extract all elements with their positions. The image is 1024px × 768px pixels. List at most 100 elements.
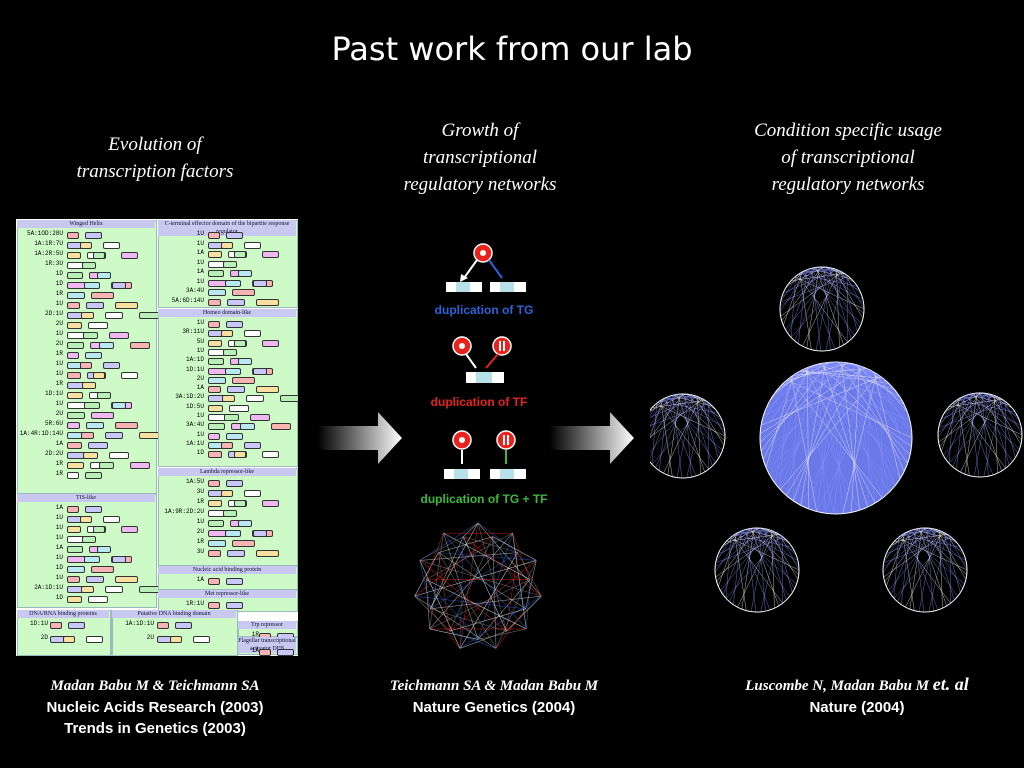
domain-row-label: 2A:1D:1U xyxy=(34,584,63,591)
domain-row-label: 3A:4U xyxy=(185,287,204,294)
domain-pill xyxy=(250,414,270,421)
network-edge xyxy=(506,595,542,632)
domain-row-label: 3U xyxy=(196,488,204,495)
domain-family-title: Homeo domain-like xyxy=(158,309,296,317)
domain-row-label: 1A xyxy=(251,647,259,654)
domain-row-label: 3U xyxy=(196,548,204,555)
network-edge xyxy=(459,630,507,649)
network-edge xyxy=(462,536,507,632)
domain-row-label: 1U xyxy=(55,524,63,531)
domain-pill xyxy=(208,602,220,609)
domain-pill xyxy=(82,262,96,269)
domain-pill xyxy=(244,490,261,497)
domain-row-label: 1U xyxy=(55,400,63,407)
domain-row-label: 1D:1U xyxy=(185,365,204,373)
domain-pill xyxy=(259,649,271,656)
domain-row-label: 1U xyxy=(55,574,63,581)
domain-row-label: 1R:1U xyxy=(185,600,204,607)
domain-family-title: Putative DNA binding domain xyxy=(112,610,236,618)
domain-pill xyxy=(105,586,123,593)
domain-pill xyxy=(105,432,123,439)
domain-pill xyxy=(88,596,108,603)
domain-pill xyxy=(193,636,210,643)
domain-pill xyxy=(221,330,233,338)
network-edge xyxy=(443,533,479,640)
domain-pill xyxy=(115,422,138,429)
domain-pill xyxy=(221,441,233,449)
condition-network-figure xyxy=(650,266,1023,613)
citation-etal: et. al xyxy=(932,674,969,694)
domain-row-label: 2U xyxy=(196,374,204,382)
domain-pill xyxy=(121,372,138,379)
domain-family-title: Winged Helix xyxy=(17,220,155,228)
domain-pill xyxy=(208,540,226,547)
right-arrow-icon xyxy=(550,412,634,464)
domain-pill xyxy=(226,321,243,328)
domain-pill xyxy=(105,312,123,319)
domain-pill xyxy=(224,414,239,421)
tg-tf-duplication-diagram xyxy=(444,430,526,479)
network-edge xyxy=(438,536,493,553)
domain-pill xyxy=(67,506,79,513)
network-edge xyxy=(419,560,431,609)
domain-row-label: 1U xyxy=(196,230,204,237)
domain-row-label: 1A:1D xyxy=(185,356,204,364)
column-3-heading: Condition specific usage of transcriptio… xyxy=(718,117,978,198)
domain-pill xyxy=(238,520,252,527)
domain-pill xyxy=(85,352,102,359)
domain-pill xyxy=(262,339,279,347)
domain-pill xyxy=(67,232,79,239)
domain-row-label: 1U xyxy=(196,258,204,266)
tg-tf-duplication-label: duplication of TG + TF xyxy=(420,492,548,506)
citation-journal: Nature (2004) xyxy=(809,699,905,716)
domain-pill xyxy=(208,232,220,239)
domain-row-label: 1U xyxy=(196,239,204,247)
domain-family-title: DNA/RNA binding proteins xyxy=(17,610,109,618)
domain-pill xyxy=(81,312,94,319)
domain-row-label: 1U xyxy=(55,300,63,307)
domain-row-label: 1A xyxy=(196,384,204,392)
network-edge xyxy=(425,533,444,580)
domain-pill xyxy=(223,348,237,356)
domain-pill xyxy=(67,392,83,399)
heading-line: Evolution of xyxy=(108,134,202,155)
domain-pill xyxy=(208,339,222,347)
citation-authors: Luscombe N, Madan Babu M et. al xyxy=(712,674,1002,697)
citation-2: Teichmann SA & Madan Babu M Nature Genet… xyxy=(344,676,644,718)
network-edge xyxy=(414,552,439,597)
network-edge xyxy=(495,608,526,649)
network-edge xyxy=(477,579,531,640)
domain-pill xyxy=(208,289,226,296)
domain-pill xyxy=(84,402,100,409)
domain-family-title: Lambda repressor-like xyxy=(158,468,296,476)
network-edge xyxy=(463,522,479,537)
network-edge xyxy=(438,552,450,632)
right-arrow-icon xyxy=(318,412,402,464)
domain-pill xyxy=(109,332,129,339)
domain-row-label: 1U xyxy=(196,346,204,354)
domain-pill xyxy=(232,376,255,384)
network-edge xyxy=(517,552,542,597)
domain-pill xyxy=(112,402,126,409)
domain-pill xyxy=(208,251,222,258)
domain-row-label: 1A xyxy=(55,440,63,447)
domain-pill xyxy=(223,510,237,517)
domain-pill xyxy=(68,622,85,629)
network-edge xyxy=(495,560,537,649)
domain-pill xyxy=(121,526,138,533)
domain-row-label: 1A xyxy=(55,504,63,511)
domain-pill xyxy=(86,636,103,643)
domain-row-label: 1A:1U xyxy=(185,439,204,447)
domain-pill xyxy=(103,516,120,523)
domain-row-label: 1A xyxy=(196,249,204,256)
domain-row-label: 2U xyxy=(196,528,204,535)
domain-pill xyxy=(93,252,105,259)
domain-row-label: 5A:6D:14U xyxy=(171,296,204,304)
slide-title: Past work from our lab xyxy=(331,30,693,68)
domain-pill xyxy=(112,282,126,289)
network-edge xyxy=(419,560,507,632)
network-edge xyxy=(430,595,542,610)
domain-pill xyxy=(226,578,243,585)
domain-row-label: 2D:1U xyxy=(44,310,63,317)
domain-pill xyxy=(221,241,233,249)
